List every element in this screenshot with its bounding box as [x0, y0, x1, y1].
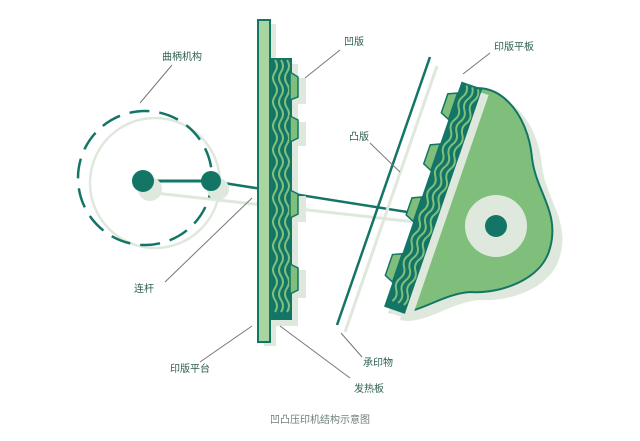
relief-waves: [391, 85, 480, 306]
substrate-line: [335, 56, 432, 326]
leader-substrate: [340, 332, 363, 358]
label-substrate: 承印物: [363, 356, 393, 369]
intaglio-shadow: [296, 78, 306, 298]
diagram-caption: 凹凸压印机结构示意图: [270, 413, 370, 426]
leader-intaglio: [304, 49, 341, 79]
leader-lines: [139, 49, 491, 379]
leader-crank: [139, 64, 173, 104]
intaglio-plate: [289, 70, 299, 296]
leader-platen: [462, 52, 491, 75]
platen-pivot: [485, 215, 507, 237]
label-intaglio-plate: 凹版: [344, 35, 364, 48]
left-press-assembly: [257, 19, 306, 346]
label-relief-plate: 凸版: [349, 130, 369, 143]
crank-pivot: [132, 170, 154, 192]
label-connecting-rod: 连杆: [134, 282, 154, 295]
label-printing-platen: 印版平板: [494, 40, 534, 53]
leader-platform: [199, 325, 253, 363]
relief-plate-assembly: [384, 81, 489, 321]
label-crank: 曲柄机构: [162, 50, 202, 63]
label-heating-plate: 发热板: [354, 382, 384, 395]
leader-relief: [369, 142, 401, 173]
rod-joint: [201, 171, 221, 191]
leader-heating: [279, 325, 351, 379]
substrate-shadow: [343, 65, 439, 333]
label-plate-platform: 印版平台: [170, 362, 210, 375]
leader-rod: [164, 197, 253, 283]
relief-bumps: [384, 92, 459, 284]
heating-waves: [272, 59, 290, 313]
plate-platform: [257, 19, 271, 343]
